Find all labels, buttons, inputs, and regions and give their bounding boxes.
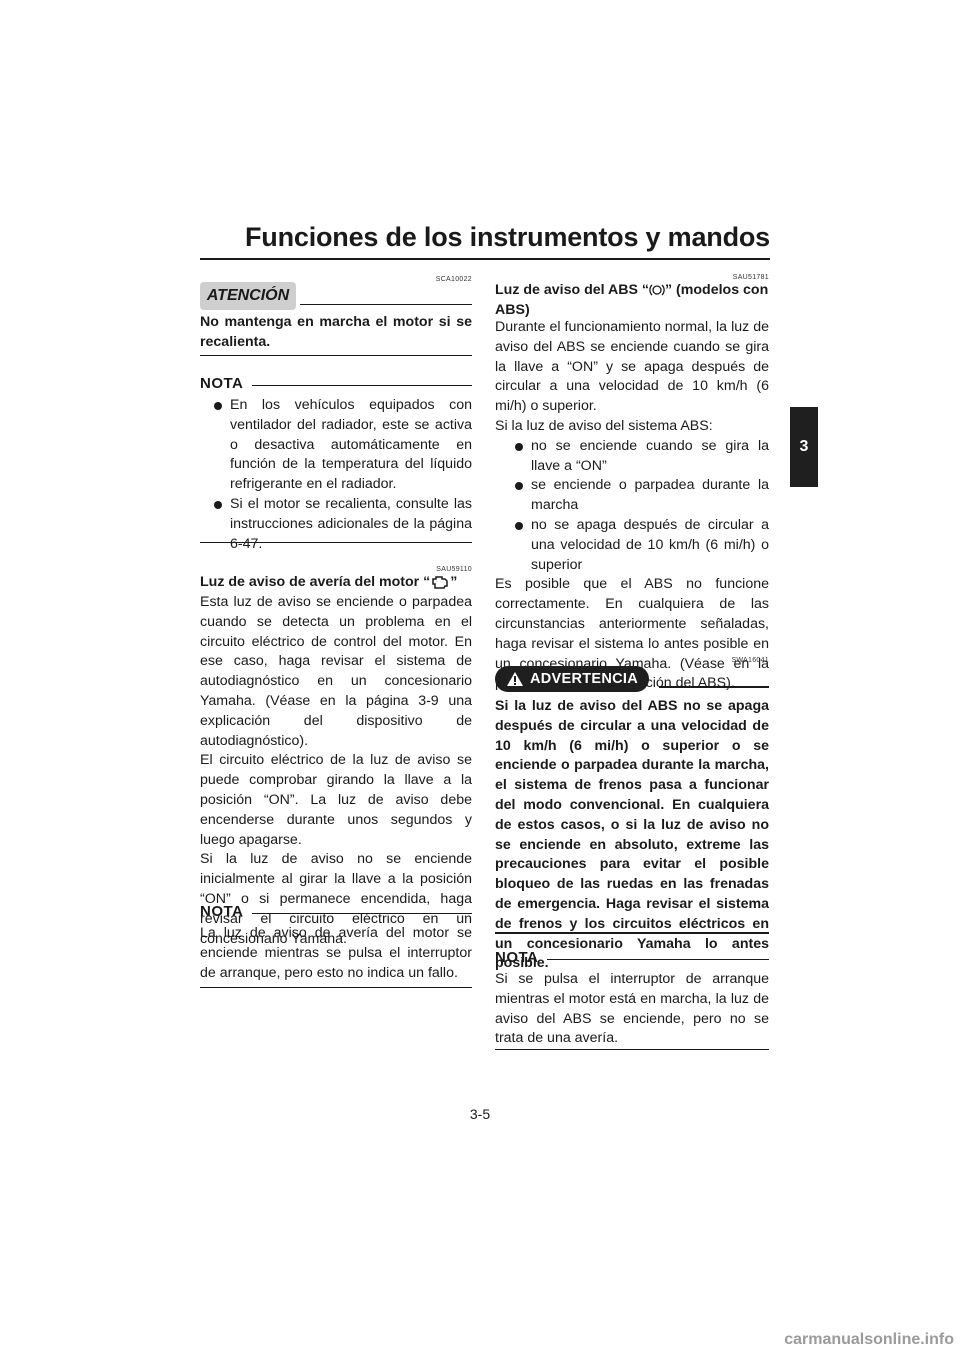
list-item: Si el motor se recalienta, consulte las … xyxy=(200,495,472,554)
nota-label: NOTA xyxy=(200,903,244,920)
nota-label: NOTA xyxy=(495,949,539,966)
divider xyxy=(659,686,769,688)
nota-divider xyxy=(252,913,472,914)
atencion-text: No mantenga en marcha el motor si se rec… xyxy=(200,314,472,350)
engine-warning-icon xyxy=(432,576,448,589)
nota-text: La luz de aviso de avería del motor se e… xyxy=(200,925,472,981)
abs-icon xyxy=(649,284,665,296)
section-heading: Luz de aviso de avería del motor “” xyxy=(200,574,458,590)
section-heading: Luz de aviso del ABS “” (modelos con ABS… xyxy=(495,282,769,318)
nota-content: En los vehículos equipados con ventilado… xyxy=(200,396,472,554)
reference-code: SWA16041 xyxy=(731,657,769,664)
list-item: se enciende o parpadea durante la marcha xyxy=(501,476,769,516)
divider xyxy=(200,542,472,543)
divider xyxy=(200,355,472,356)
reference-code: SAU59110 xyxy=(436,566,472,573)
bullet-icon xyxy=(214,500,222,509)
nota-text: Si se pulsa el interruptor de arranque m… xyxy=(495,971,769,1047)
advertencia-text: Si la luz de aviso del ABS no se apaga d… xyxy=(495,698,769,972)
header-divider xyxy=(200,258,770,260)
atencion-badge: ATENCIÓN xyxy=(200,282,296,310)
divider xyxy=(495,932,769,934)
list-item: En los vehículos equipados con ventilado… xyxy=(200,396,472,495)
chapter-tab: 3 xyxy=(790,407,818,487)
nota-divider xyxy=(547,959,769,960)
watermark: carmanualsonline.info xyxy=(784,1331,954,1348)
nota-label: NOTA xyxy=(200,375,244,392)
bullet-icon xyxy=(515,482,523,491)
body-text: Durante el funcionamiento normal, la luz… xyxy=(495,319,769,692)
divider xyxy=(300,304,472,305)
page-number: 3-5 xyxy=(469,1106,491,1122)
divider xyxy=(200,987,472,988)
nota-divider xyxy=(252,385,472,386)
list-item: no se enciende cuando se gira la llave a… xyxy=(501,437,769,477)
bullet-icon xyxy=(515,442,523,451)
reference-code: SAU51781 xyxy=(732,274,769,281)
body-text: Esta luz de aviso se enciende o parpadea… xyxy=(200,594,472,947)
list-item: no se apaga después de circular a una ve… xyxy=(501,516,769,575)
reference-code: SCA10022 xyxy=(435,276,472,283)
page-title: Funciones de los instrumentos y mandos xyxy=(245,222,770,252)
warning-triangle-icon xyxy=(506,672,523,686)
divider xyxy=(495,1049,769,1050)
bullet-icon xyxy=(515,521,523,530)
advertencia-badge: ADVERTENCIA xyxy=(495,666,649,692)
bullet-icon xyxy=(214,402,222,410)
